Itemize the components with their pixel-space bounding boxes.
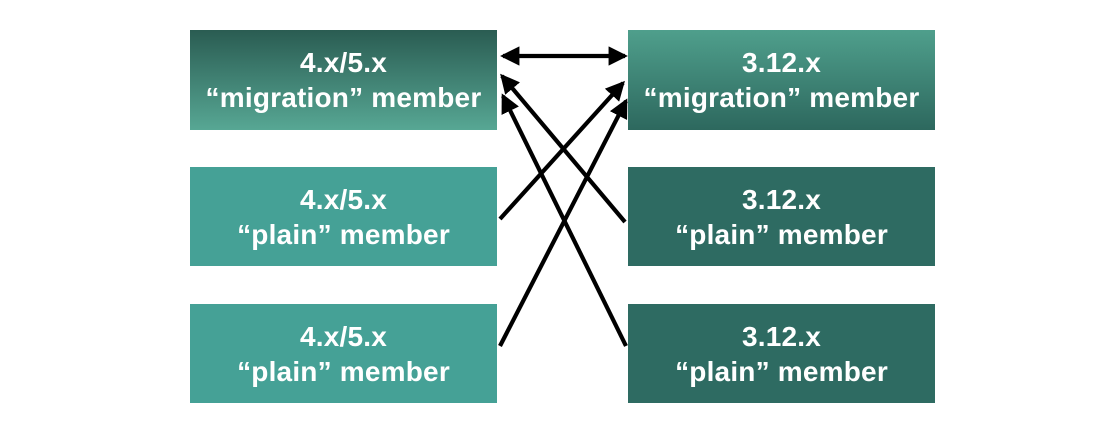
node-version-label: 4.x/5.x xyxy=(299,320,388,352)
node-version-label: 3.12.x xyxy=(741,47,822,78)
node-role-label: “migration” member xyxy=(205,82,482,113)
node-role-label: “plain” member xyxy=(237,218,450,250)
node-role-label: “plain” member xyxy=(675,355,888,387)
node-version-label: 3.12.x xyxy=(741,320,822,352)
edge-left-plain-2-to-right-migration xyxy=(498,98,628,347)
node-right-plain-2: 3.12.x “plain” member xyxy=(628,304,935,403)
node-version-label: 4.x/5.x xyxy=(299,183,388,215)
node-left-plain-2: 4.x/5.x “plain” member xyxy=(190,304,497,403)
edge-left-plain-1-to-right-migration xyxy=(498,80,625,221)
edge-right-plain-1-to-left-migration xyxy=(500,73,627,224)
node-role-label: “plain” member xyxy=(675,218,888,250)
node-left-migration: 4.x/5.x “migration” member xyxy=(190,30,497,130)
node-right-migration: 3.12.x “migration” member xyxy=(628,30,935,130)
node-version-label: 4.x/5.x xyxy=(299,47,388,78)
node-role-label: “migration” member xyxy=(643,82,920,113)
node-left-plain-1: 4.x/5.x “plain” member xyxy=(190,167,497,266)
edge-right-plain-2-to-left-migration xyxy=(501,93,628,347)
node-version-label: 3.12.x xyxy=(741,183,822,215)
node-right-plain-1: 3.12.x “plain” member xyxy=(628,167,935,266)
node-role-label: “plain” member xyxy=(237,355,450,387)
